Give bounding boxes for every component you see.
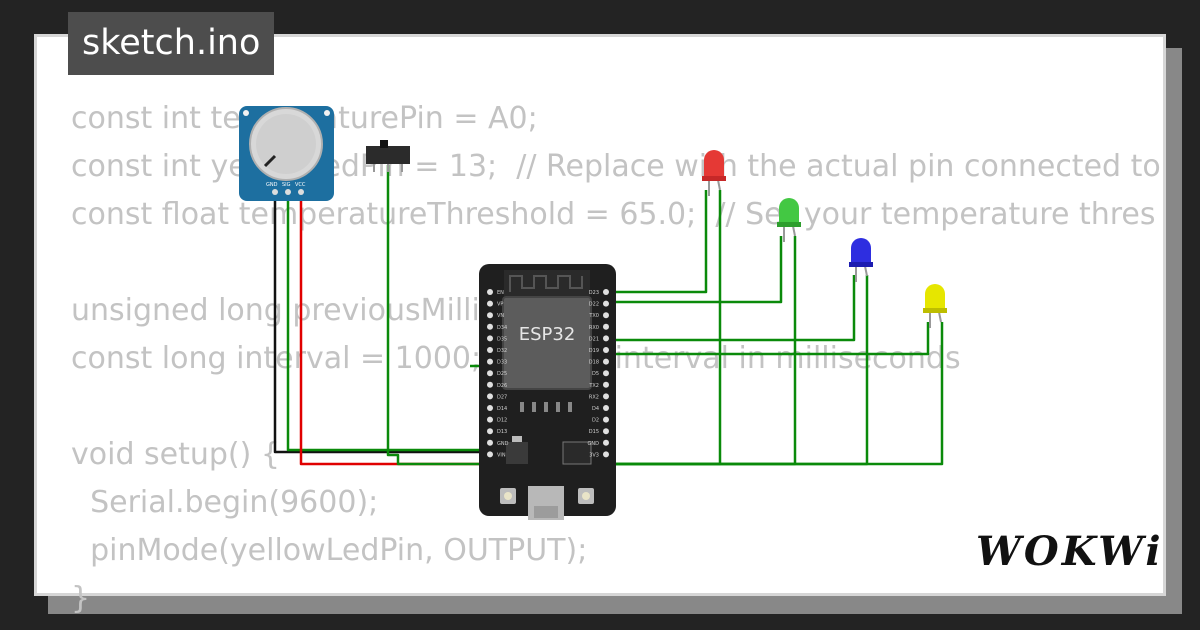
- esp32-pin-label: D26: [497, 383, 507, 389]
- potentiometer[interactable]: GND SIG VCC: [239, 106, 334, 201]
- esp32-pin[interactable]: [603, 439, 609, 446]
- esp32-pin[interactable]: [603, 393, 609, 400]
- esp32-pin-label: GND: [588, 441, 600, 447]
- esp32-pin[interactable]: [603, 381, 609, 388]
- code-line: const float temperatureThreshold = 65.0;…: [71, 197, 1156, 232]
- esp32-pin[interactable]: [487, 416, 493, 423]
- wire-green-led: [612, 236, 783, 304]
- esp32-pin-label: RX0: [589, 325, 599, 331]
- wire-pot-vcc: [299, 188, 485, 466]
- esp32-pin-label: D32: [497, 348, 507, 354]
- esp32-pin-label: 3V3: [589, 452, 599, 458]
- knob-indicator: [263, 154, 277, 168]
- esp32-pin-label: EN: [497, 290, 504, 296]
- esp32-pin[interactable]: [603, 416, 609, 423]
- esp32-pin-label: GND: [497, 441, 509, 447]
- esp32-pin-label: VIN: [497, 452, 506, 458]
- esp32-pin-label: D15: [589, 429, 599, 435]
- wire-green-led-gnd: [612, 236, 797, 466]
- file-tab[interactable]: sketch.ino: [68, 12, 275, 75]
- esp32-pin-label: D22: [589, 302, 599, 308]
- wire-switch: [386, 165, 485, 466]
- esp32-pin[interactable]: [603, 347, 609, 353]
- esp32-pin[interactable]: [487, 393, 493, 400]
- code-line: pinMode(yellowLedPin, OUTPUT);: [71, 533, 588, 568]
- esp32-board[interactable]: ESP32: [479, 264, 616, 520]
- esp32-pin[interactable]: [603, 358, 609, 365]
- esp32-pin-label: D27: [497, 394, 507, 400]
- esp32-pin[interactable]: [603, 405, 609, 411]
- esp32-pin[interactable]: [603, 312, 609, 319]
- esp32-pin[interactable]: [603, 300, 609, 307]
- esp32-pin-label: D33: [497, 360, 507, 366]
- wokwi-logo: WOKWi: [976, 528, 1164, 575]
- esp32-pin-label: D35: [497, 336, 507, 342]
- esp32-pin[interactable]: [487, 300, 493, 307]
- esp32-pin-label: D12: [497, 418, 507, 424]
- esp32-pin[interactable]: [487, 347, 493, 353]
- esp32-pin[interactable]: [603, 428, 609, 435]
- esp32-pin-label: D34: [497, 325, 507, 331]
- pot-pin-vcc-label: VCC: [295, 182, 306, 188]
- wire-blue-led: [612, 275, 856, 342]
- esp32-pin[interactable]: [603, 451, 609, 458]
- esp32-pin-label: D13: [497, 429, 507, 435]
- esp32-pin[interactable]: [487, 451, 493, 458]
- esp32-pin-label: VN: [497, 313, 504, 319]
- wire-pot-gnd: [273, 188, 485, 454]
- esp32-pin-label: D19: [589, 348, 599, 354]
- pot-pin-gnd-label: GND: [266, 182, 278, 188]
- led-green[interactable]: [777, 198, 801, 242]
- esp32-pin-label: TX0: [588, 313, 599, 319]
- esp32-pin[interactable]: [487, 323, 493, 330]
- esp32-pin[interactable]: [487, 405, 493, 411]
- esp32-pin[interactable]: [487, 439, 493, 446]
- code-line: void setup() {: [71, 437, 280, 472]
- code-line: unsigned long previousMillis: [71, 293, 496, 328]
- esp32-pin-label: RX2: [589, 394, 599, 400]
- esp32-pin[interactable]: [487, 370, 493, 377]
- esp32-pin[interactable]: [603, 335, 609, 342]
- esp32-pin[interactable]: [603, 370, 609, 377]
- esp32-pin-label: D23: [589, 290, 599, 296]
- esp32-pin-label: VP: [497, 302, 503, 308]
- esp32-pin-label: TX2: [588, 383, 599, 389]
- wire-yellow-led-gnd: [612, 322, 944, 466]
- led-red[interactable]: [702, 150, 726, 196]
- esp32-pin[interactable]: [487, 312, 493, 319]
- esp32-pin-label: D18: [589, 360, 599, 366]
- esp32-pin-label: D21: [589, 336, 599, 342]
- wire-blue-led-gnd: [612, 275, 869, 466]
- pot-pin-sig-label: SIG: [282, 182, 291, 188]
- esp32-pin[interactable]: [487, 358, 493, 365]
- wire-red-led: [612, 190, 708, 294]
- wire-yellow-led: [612, 322, 930, 356]
- esp32-pin[interactable]: [487, 428, 493, 435]
- esp32-pin[interactable]: [487, 381, 493, 388]
- esp32-pin[interactable]: [603, 323, 609, 330]
- esp32-pin-label: D25: [497, 371, 507, 377]
- led-yellow[interactable]: [923, 284, 947, 328]
- code-line: }: [71, 581, 91, 616]
- esp32-pin-label: D2: [592, 418, 599, 424]
- board-label: ESP32: [519, 324, 576, 345]
- esp32-pin-label: D4: [592, 406, 599, 412]
- esp32-pin[interactable]: [487, 289, 493, 295]
- esp32-pin[interactable]: [487, 335, 493, 342]
- slide-switch[interactable]: [366, 140, 410, 172]
- code-line: Serial.begin(9600);: [71, 485, 379, 520]
- esp32-pin-label: D5: [592, 371, 599, 377]
- esp32-pin-label: D14: [497, 406, 507, 412]
- led-blue[interactable]: [849, 238, 873, 282]
- wire-pot-sig: [286, 188, 485, 452]
- wire-red-led-gnd: [612, 190, 722, 466]
- code-line: const long interval = 1000; g interval i…: [71, 341, 961, 376]
- esp32-pin[interactable]: [603, 289, 609, 295]
